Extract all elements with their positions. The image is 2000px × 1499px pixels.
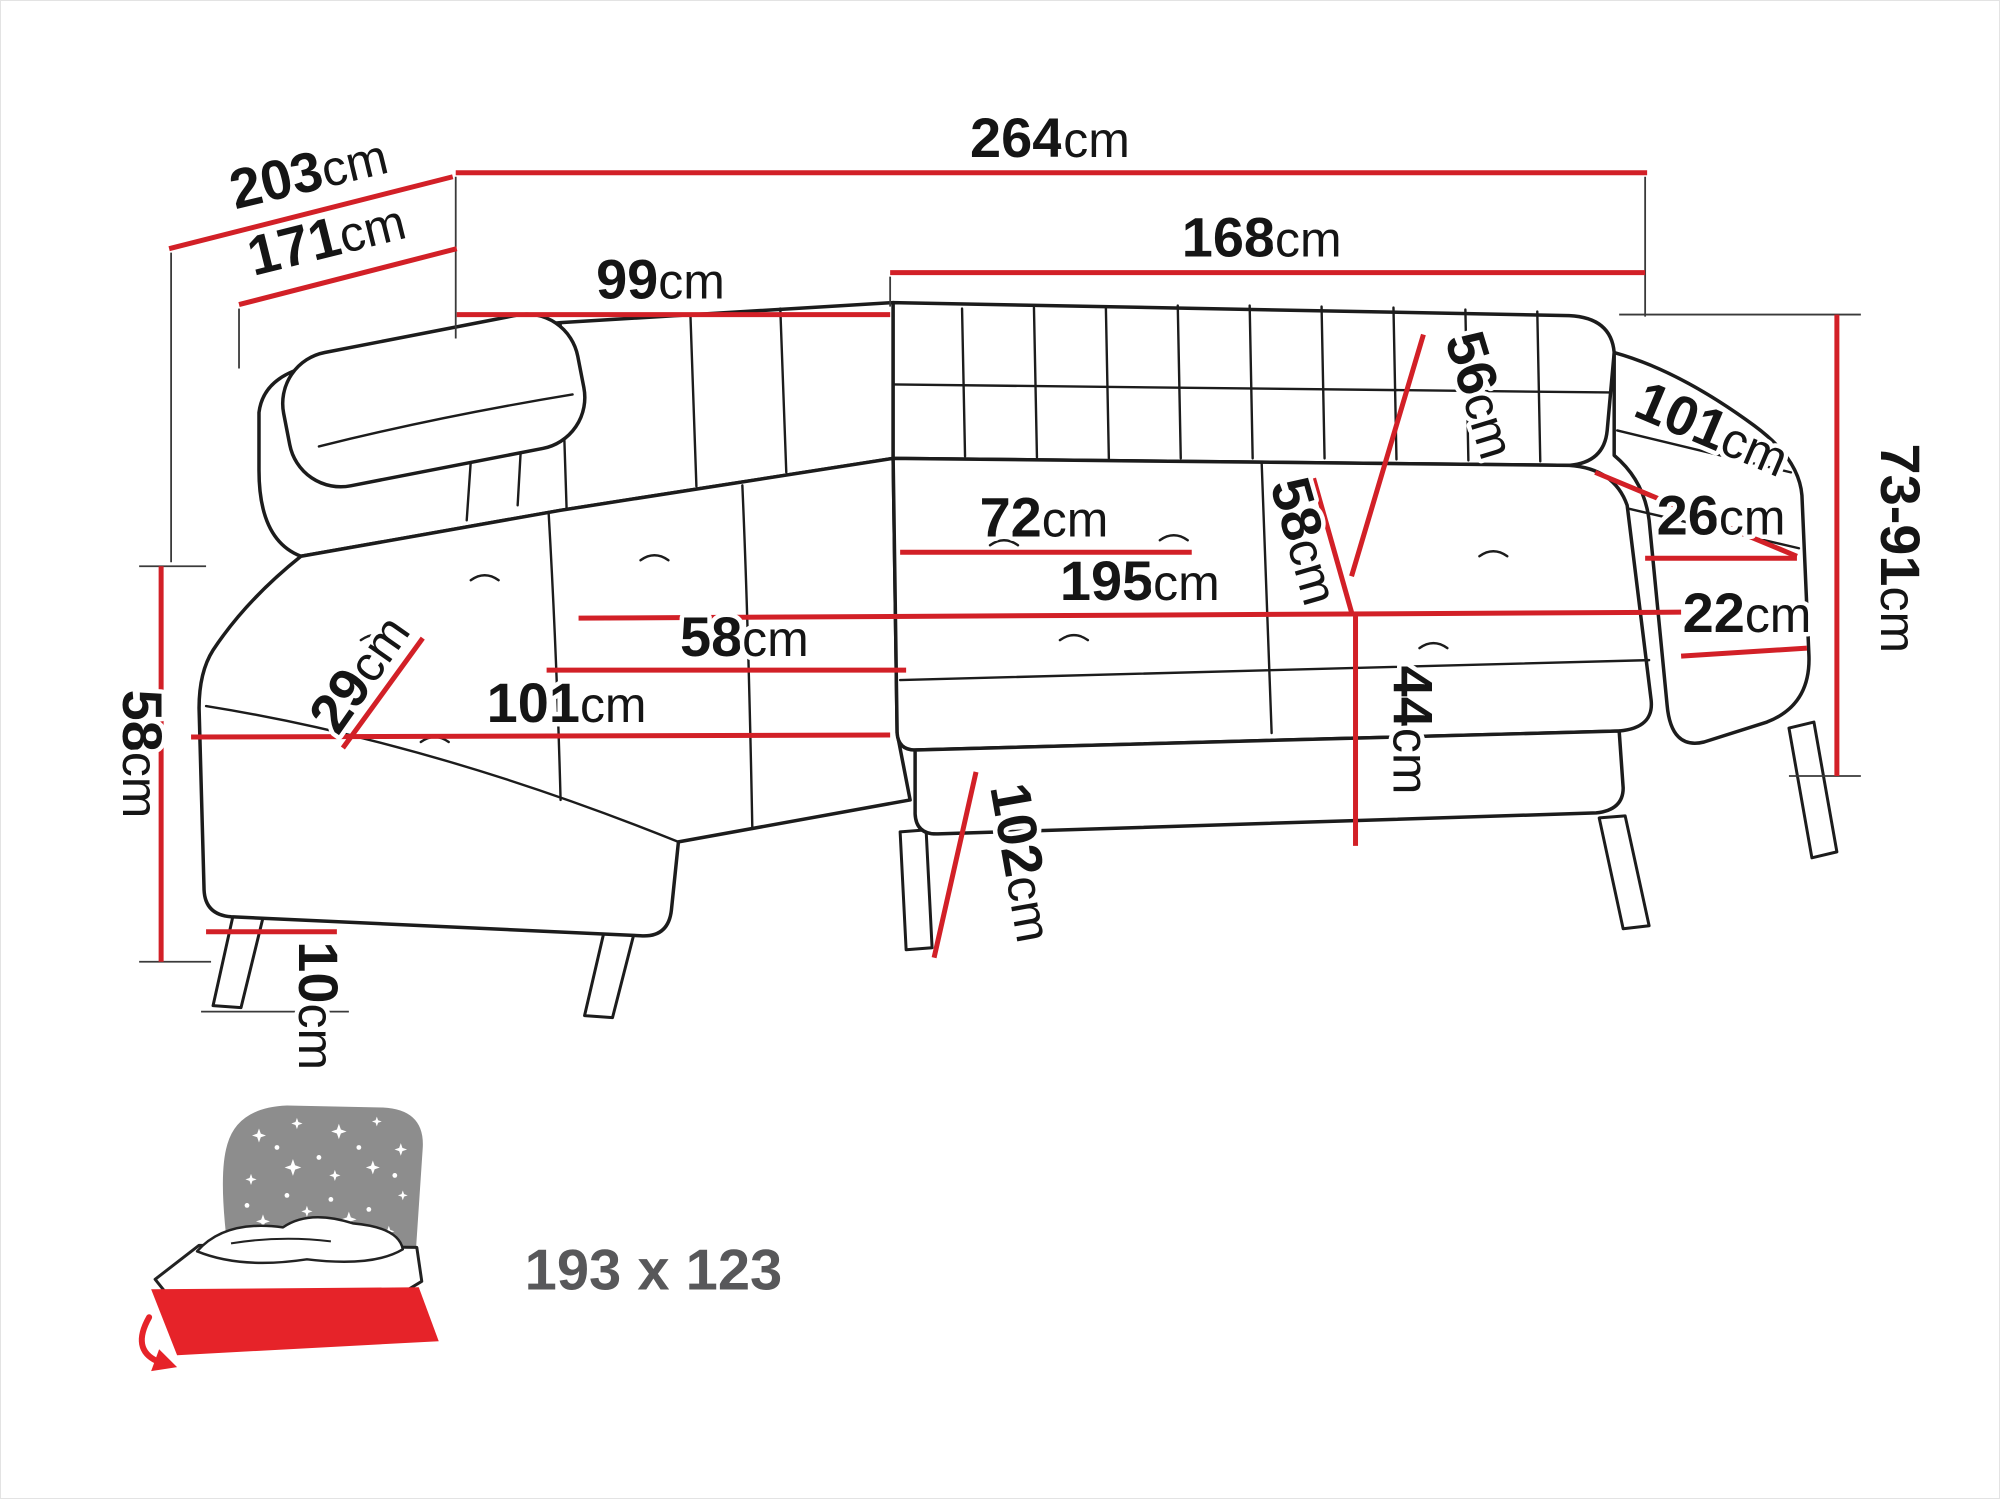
dim-label-seat-depth: 72cm	[980, 485, 1109, 548]
dim-label-left-back-width: 99cm	[596, 248, 725, 311]
star-dot	[284, 1193, 290, 1198]
star-dot	[316, 1155, 322, 1160]
sofa-leg	[583, 928, 636, 1020]
quilt-mark	[988, 539, 1020, 547]
tuft-line	[689, 313, 698, 488]
armrest-band-line	[1625, 507, 1801, 550]
bed-base	[151, 1287, 439, 1356]
dim-label-seat-width: 195cm	[1060, 549, 1220, 612]
dim-line-seat-width	[578, 609, 1682, 621]
sofa-leg	[1787, 720, 1839, 860]
quilt-mark	[1478, 550, 1509, 558]
quilt-mark	[359, 633, 391, 642]
tuft-line	[1320, 305, 1326, 460]
sleeping-function-bed-icon: 193 x 123	[138, 1105, 786, 1372]
sofa-legs	[211, 720, 1839, 1020]
dim-label-leg-height: 10cm	[287, 941, 350, 1070]
base-right	[913, 729, 1625, 836]
tuft-line	[960, 307, 967, 458]
unfold-arrow-icon	[138, 1314, 161, 1365]
dim-label-base-height: 58cm	[111, 690, 174, 819]
dim-label-chaise-seat-width: 58cm	[680, 605, 809, 668]
star-dot	[328, 1197, 334, 1202]
dim-label-height-range: 73-91cm	[1869, 443, 1932, 653]
dim-label-armrest-width: 22cm	[1683, 581, 1812, 644]
sofa-leg	[1597, 814, 1651, 931]
dim-label-overall-width: 264cm	[970, 106, 1130, 169]
dim-line-inner-depth	[238, 246, 458, 308]
star-dot	[366, 1206, 372, 1212]
dim-line-backrest-height	[1349, 333, 1426, 577]
headrest-bracket	[516, 451, 522, 507]
chaise-front-crease	[204, 704, 680, 844]
extension-lines	[139, 176, 1861, 1013]
tuft-line	[1248, 304, 1254, 460]
tuft-line	[1032, 306, 1039, 459]
star-dot	[356, 1145, 362, 1150]
backrest-right	[891, 300, 1616, 468]
star-dot	[274, 1145, 280, 1150]
headrest-pillow	[280, 312, 587, 489]
cushion-split	[1260, 461, 1273, 735]
sleeping-area-label: 193 x 123	[525, 1238, 783, 1302]
tuft-line	[1176, 304, 1182, 460]
dim-line-corner-back-width	[1594, 470, 1798, 559]
sofa-drawing	[197, 300, 1839, 1020]
quilt-mark	[469, 574, 500, 582]
unfold-arrow-head	[151, 1349, 178, 1372]
tuft-line	[1536, 310, 1542, 463]
sofa-leg	[898, 828, 934, 952]
dim-label-chaise-width: 101cm	[487, 671, 647, 734]
armrest-right	[1612, 350, 1811, 745]
dim-label-armrest-top-width: 26cm	[1657, 483, 1786, 546]
quilt-mark	[639, 554, 670, 562]
armrest-band-line	[1615, 429, 1793, 474]
tuft-line	[779, 307, 788, 474]
bed-duvet	[195, 1216, 405, 1265]
dim-line-backrest-seat-depth	[1311, 477, 1354, 613]
bed-duvet-crease	[230, 1237, 332, 1245]
dim-line-overall-depth	[168, 174, 454, 252]
quilt-mark	[1058, 633, 1090, 642]
dim-line-armrest-width	[1680, 645, 1808, 659]
quilt-mark	[599, 695, 630, 704]
quilt-mark	[1418, 641, 1449, 650]
star-dot	[392, 1173, 398, 1178]
headrest-crease	[317, 393, 574, 448]
dimension-lines	[158, 170, 1840, 962]
dim-label-right-back-width: 168cm	[1182, 206, 1342, 269]
star-dot	[244, 1202, 250, 1208]
dim-line-chaise-depth	[931, 771, 979, 959]
dim-line-chaise-width	[191, 732, 891, 740]
backrest-seam	[891, 383, 1611, 394]
headrest-bracket	[465, 461, 472, 522]
dim-label-seat-height: 44cm	[1381, 666, 1444, 795]
tuft-line	[1464, 308, 1470, 462]
quilt-mark	[1158, 534, 1189, 542]
tuft-line	[1104, 305, 1111, 460]
seat-front-crease	[898, 658, 1651, 682]
chaise-section	[197, 456, 912, 938]
cushion-split	[547, 511, 562, 802]
cushion-split	[741, 484, 754, 831]
dim-line-chaise-corner	[340, 636, 425, 750]
